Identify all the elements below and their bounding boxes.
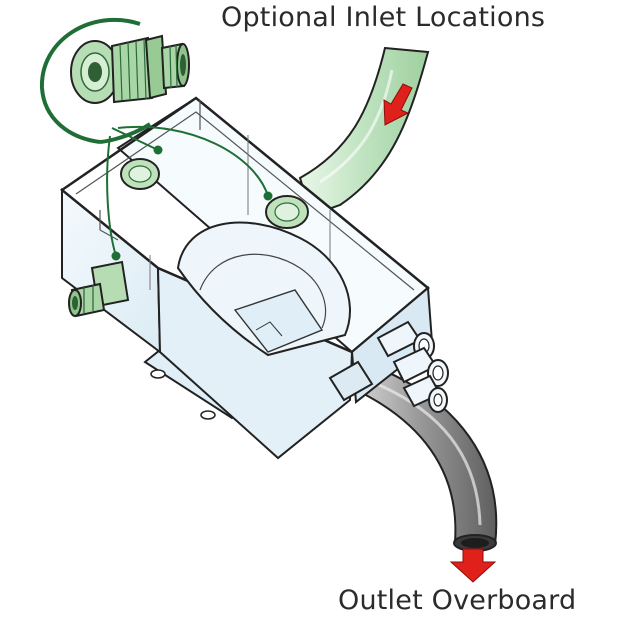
outlet-overboard-label: Outlet Overboard [338, 585, 577, 616]
inlet-port-left [120, 158, 160, 190]
side-inlet-fitting-icon [68, 260, 130, 318]
inlet-flow-arrow-icon [383, 83, 413, 126]
thru-hull-fitting-icon [70, 34, 190, 104]
outlet-connectors [328, 320, 449, 413]
outlet-flow-arrow-icon [449, 548, 497, 583]
inlet-port-right [265, 195, 309, 229]
fitting-callout [39, 17, 273, 261]
inlet-hose [298, 46, 430, 217]
inlet-locations-label: Optional Inlet Locations [221, 2, 546, 33]
